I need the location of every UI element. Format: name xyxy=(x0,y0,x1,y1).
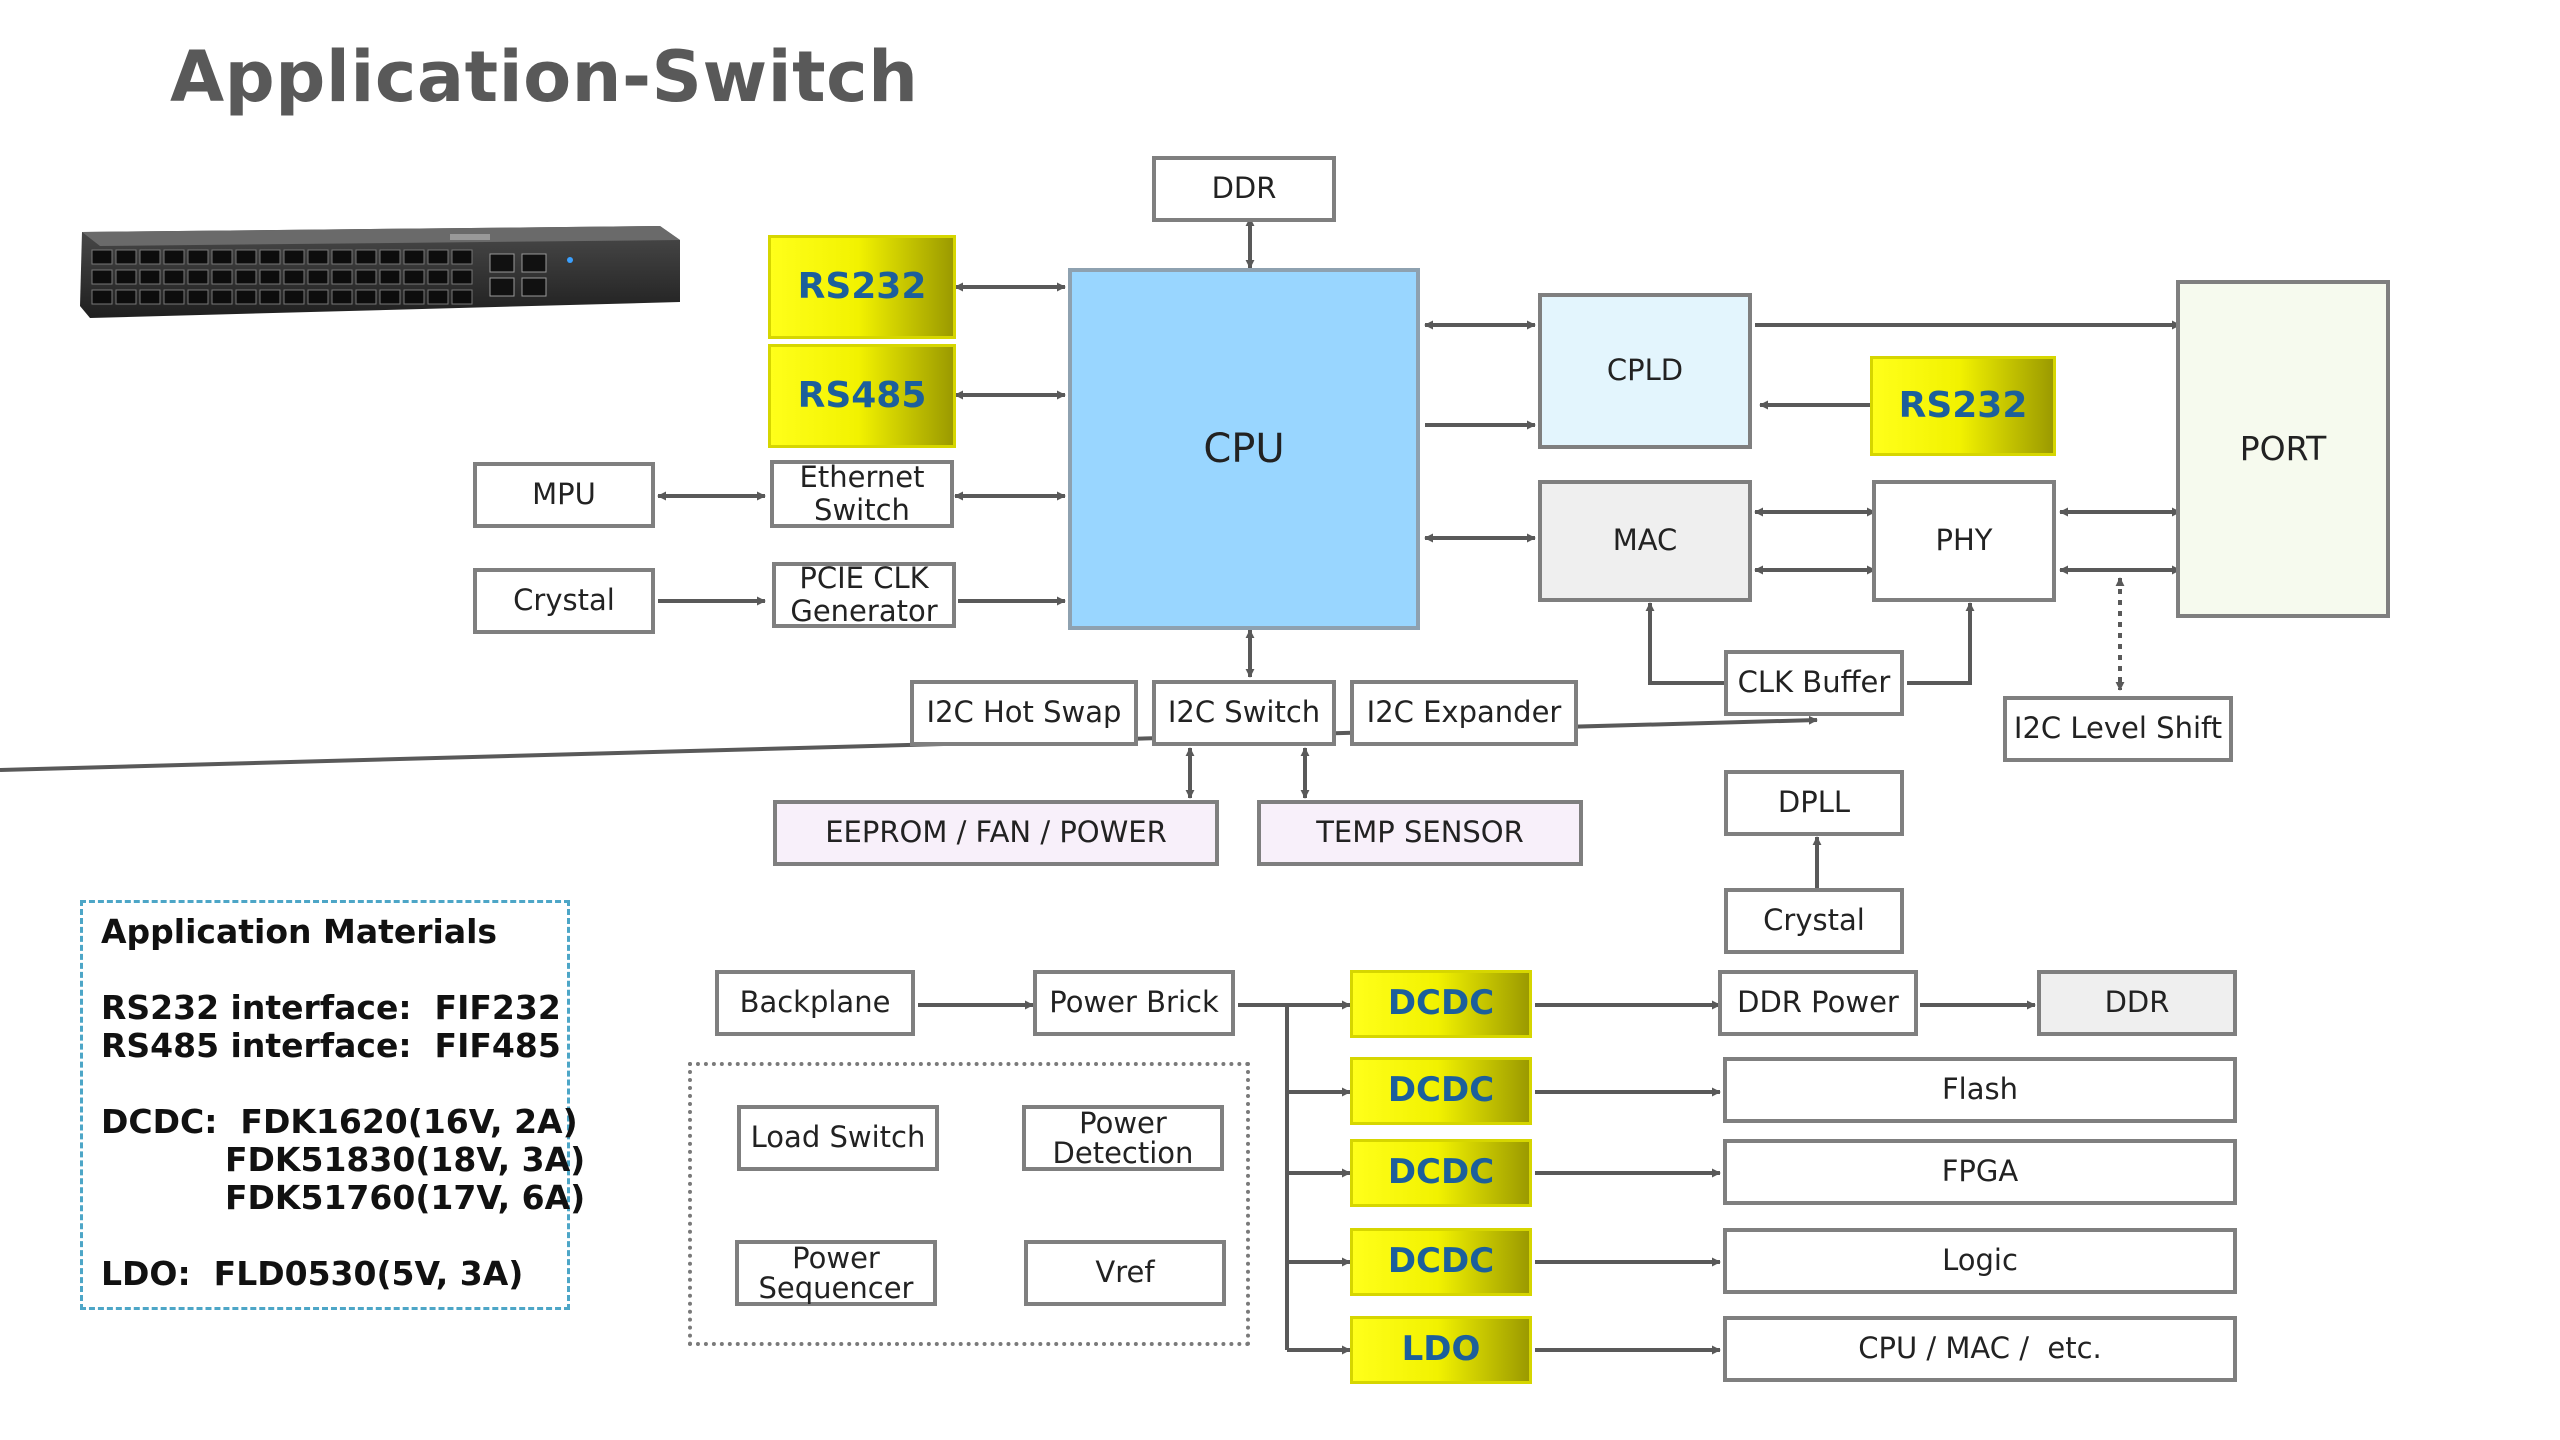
rs232-block-left: RS232 xyxy=(768,235,956,339)
cpu-block: CPU xyxy=(1068,268,1420,630)
dcdc-block-2: DCDC xyxy=(1350,1057,1532,1125)
eeprom-fan-power-block: EEPROM / FAN / POWER xyxy=(773,800,1219,866)
network-switch-image xyxy=(80,226,680,318)
materials-heading: Application Materials xyxy=(101,912,498,951)
materials-dcdc-3: FDK51760(17V, 6A) xyxy=(225,1178,586,1217)
temp-sensor-block: TEMP SENSOR xyxy=(1257,800,1583,866)
power-brick-block: Power Brick xyxy=(1033,970,1235,1036)
logic-block: Logic xyxy=(1723,1228,2237,1294)
ddr-block-top: DDR xyxy=(1152,156,1336,222)
dcdc-block-4: DCDC xyxy=(1350,1228,1532,1296)
ddr-power-block: DDR Power xyxy=(1718,970,1918,1036)
application-materials-panel: Application Materials RS232 interface: F… xyxy=(80,900,586,1310)
ethernet-switch-block: Ethernet Switch xyxy=(770,460,954,528)
dcdc-block-1: DCDC xyxy=(1350,970,1532,1038)
ldo-block: LDO xyxy=(1350,1316,1532,1384)
materials-rs232: RS232 interface: FIF232 xyxy=(101,988,561,1027)
power-sequencer-block: Power Sequencer xyxy=(735,1240,937,1306)
rs485-block: RS485 xyxy=(768,344,956,448)
i2c-switch-block: I2C Switch xyxy=(1152,680,1336,746)
port-block: PORT xyxy=(2176,280,2390,618)
page-title: Application-Switch xyxy=(170,36,919,118)
cpu-mac-etc-block: CPU / MAC / etc. xyxy=(1723,1316,2237,1382)
i2c-level-shift-block: I2C Level Shift xyxy=(2003,696,2233,762)
power-detection-block: Power Detection xyxy=(1022,1105,1224,1171)
ddr-block-bottom: DDR xyxy=(2037,970,2237,1036)
materials-dcdc-1: DCDC: FDK1620(16V, 2A) xyxy=(101,1102,578,1141)
i2c-hot-swap-block: I2C Hot Swap xyxy=(910,680,1138,746)
materials-rs485: RS485 interface: FIF485 xyxy=(101,1026,561,1065)
materials-dcdc-2: FDK51830(18V, 3A) xyxy=(225,1140,586,1179)
dpll-block: DPLL xyxy=(1724,770,1904,836)
dcdc-block-3: DCDC xyxy=(1350,1139,1532,1207)
pcie-clk-generator-block: PCIE CLK Generator xyxy=(772,561,956,628)
fpga-block: FPGA xyxy=(1723,1139,2237,1205)
backplane-block: Backplane xyxy=(715,970,915,1036)
clk-buffer-block: CLK Buffer xyxy=(1724,650,1904,716)
cpld-block: CPLD xyxy=(1538,293,1752,449)
rs232-block-right: RS232 xyxy=(1870,356,2056,456)
mpu-block: MPU xyxy=(473,462,655,528)
mac-block: MAC xyxy=(1538,480,1752,602)
crystal-block-right: Crystal xyxy=(1724,888,1904,954)
materials-ldo: LDO: FLD0530(5V, 3A) xyxy=(101,1254,524,1293)
phy-block: PHY xyxy=(1872,480,2056,602)
load-switch-block: Load Switch xyxy=(737,1105,939,1171)
flash-block: Flash xyxy=(1723,1057,2237,1123)
power-management-group xyxy=(688,1062,1250,1346)
crystal-block-left: Crystal xyxy=(473,568,655,634)
i2c-expander-block: I2C Expander xyxy=(1350,680,1578,746)
vref-block: Vref xyxy=(1024,1240,1226,1306)
